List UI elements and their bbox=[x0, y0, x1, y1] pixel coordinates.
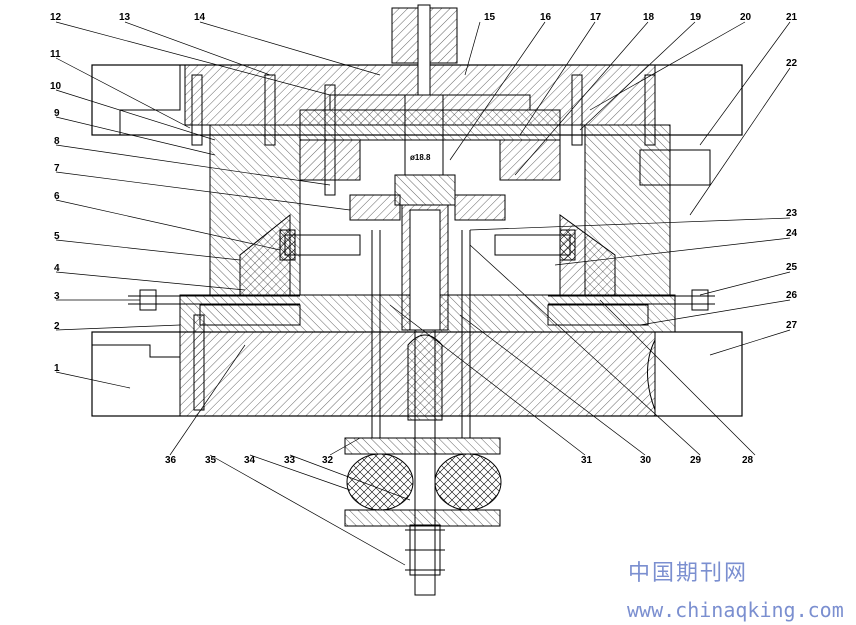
callout-31: 31 bbox=[581, 455, 593, 466]
callout-13: 13 bbox=[119, 12, 131, 23]
die-holder-right bbox=[499, 124, 671, 296]
callout-11: 11 bbox=[50, 49, 61, 60]
callout-28: 28 bbox=[742, 455, 754, 466]
callout-20: 20 bbox=[740, 12, 752, 23]
leader-lines bbox=[55, 21, 791, 566]
callout-7: 7 bbox=[54, 163, 60, 174]
callout-17: 17 bbox=[590, 12, 602, 23]
center-punch bbox=[349, 4, 506, 331]
ejector-rod bbox=[405, 329, 445, 596]
callout-27: 27 bbox=[786, 320, 798, 331]
callout-34: 34 bbox=[244, 455, 256, 466]
callout-3: 3 bbox=[54, 291, 60, 302]
rubber-spring bbox=[344, 437, 502, 527]
callout-5: 5 bbox=[54, 231, 60, 242]
callout-1: 1 bbox=[54, 363, 60, 374]
dimension-label: ø18.8 bbox=[410, 153, 431, 162]
callout-15: 15 bbox=[484, 12, 496, 23]
callout-35: 35 bbox=[205, 455, 217, 466]
callout-25: 25 bbox=[786, 262, 798, 273]
callout-33: 33 bbox=[284, 455, 296, 466]
callout-29: 29 bbox=[690, 455, 702, 466]
callout-2: 2 bbox=[54, 321, 60, 332]
callout-16: 16 bbox=[540, 12, 552, 23]
callout-22: 22 bbox=[786, 58, 798, 69]
callout-32: 32 bbox=[322, 455, 334, 466]
callout-23: 23 bbox=[786, 208, 798, 219]
screws bbox=[191, 74, 656, 411]
callout-36: 36 bbox=[165, 455, 177, 466]
callout-14: 14 bbox=[194, 12, 206, 23]
callout-19: 19 bbox=[690, 12, 702, 23]
callout-10: 10 bbox=[50, 81, 62, 92]
callout-26: 26 bbox=[786, 290, 798, 301]
callout-30: 30 bbox=[640, 455, 652, 466]
callout-8: 8 bbox=[54, 136, 60, 147]
cam-slider-right bbox=[494, 214, 616, 296]
callout-18: 18 bbox=[643, 12, 655, 23]
cam-slider-left bbox=[239, 213, 361, 296]
cross-bolts bbox=[128, 289, 715, 311]
ejector-pins bbox=[371, 230, 471, 438]
watermark-url: www.chinaqking.com bbox=[627, 598, 844, 622]
callout-21: 21 bbox=[786, 12, 798, 23]
callout-4: 4 bbox=[54, 263, 60, 274]
callout-6: 6 bbox=[54, 191, 60, 202]
watermark-cn: 中国期刊网 bbox=[628, 561, 749, 586]
callout-12: 12 bbox=[50, 12, 62, 23]
upper-bolster bbox=[299, 94, 561, 141]
callout-9: 9 bbox=[54, 108, 60, 119]
callout-24: 24 bbox=[786, 228, 798, 239]
